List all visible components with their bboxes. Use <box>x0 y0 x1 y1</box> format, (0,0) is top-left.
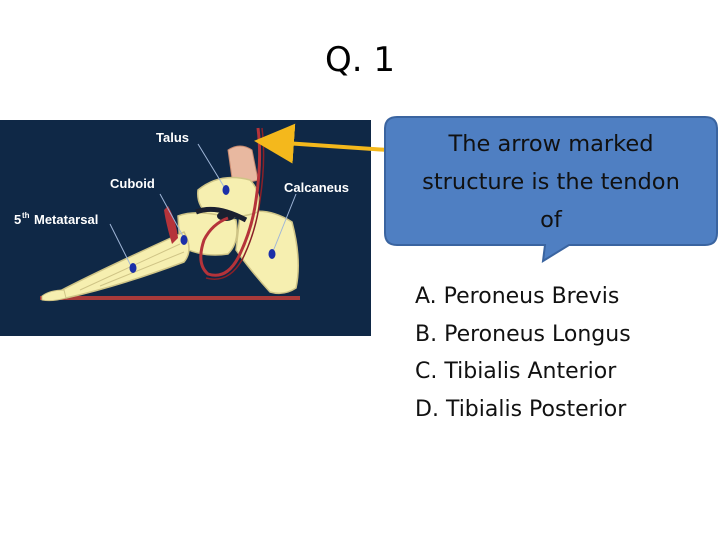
metatarsal-divider <box>99 251 185 287</box>
option-c[interactable]: C. Tibialis Anterior <box>415 353 631 391</box>
question-line-1: The arrow marked <box>448 131 654 157</box>
metatarsal-pointer <box>109 223 133 269</box>
option-b-text: Peroneus Longus <box>444 321 631 347</box>
label-metatarsal-number: 5 <box>14 212 21 227</box>
toe-bones <box>41 289 67 302</box>
option-b[interactable]: B. Peroneus Longus <box>415 316 631 354</box>
talus-dot <box>222 185 230 195</box>
tendon-stub <box>164 206 178 244</box>
cuboid-groove <box>217 211 235 221</box>
retinaculum <box>195 206 248 223</box>
option-b-letter: B. <box>415 321 438 347</box>
option-a[interactable]: A. Peroneus Brevis <box>415 278 631 316</box>
label-cuboid: Cuboid <box>110 176 155 191</box>
label-calcaneus: Calcaneus <box>284 180 349 195</box>
foot-anatomy-figure: Talus Cuboid Calcaneus 5 th Metatarsal <box>0 120 371 336</box>
talus-pointer <box>197 143 227 191</box>
option-c-text: Tibialis Anterior <box>444 359 617 384</box>
metatarsal-bones <box>56 231 190 299</box>
tendon-marked <box>199 127 262 277</box>
cuboid-dot <box>180 235 188 245</box>
question-title: Q. 1 <box>324 40 395 80</box>
calcaneus-bone <box>235 210 299 295</box>
option-d-letter: D. <box>415 396 439 422</box>
callout-bubble <box>384 116 718 263</box>
question-line-3: of <box>540 207 562 233</box>
option-a-text: Peroneus Brevis <box>443 284 620 309</box>
calcaneus-pointer <box>271 193 297 255</box>
option-c-letter: C. <box>415 359 438 384</box>
talus-top-bone <box>227 145 259 183</box>
metatarsal-dot <box>129 263 137 273</box>
label-metatarsal: Metatarsal <box>34 212 98 227</box>
question-line-2: structure is the tendon <box>422 169 680 195</box>
option-d[interactable]: D. Tibialis Posterior <box>415 391 631 429</box>
cuboid-pointer <box>159 193 185 239</box>
calcaneus-dot <box>268 249 276 259</box>
question-callout: The arrow marked structure is the tendon… <box>383 115 719 265</box>
foot-diagram: Talus Cuboid Calcaneus 5 th Metatarsal <box>14 127 349 302</box>
question-text: The arrow marked structure is the tendon… <box>389 125 713 239</box>
answer-options: A. Peroneus Brevis B. Peroneus Longus C.… <box>415 278 631 428</box>
option-d-text: Tibialis Posterior <box>445 396 627 422</box>
label-talus: Talus <box>156 130 189 145</box>
label-metatarsal-superscript: th <box>22 211 30 220</box>
option-a-letter: A. <box>415 284 437 309</box>
